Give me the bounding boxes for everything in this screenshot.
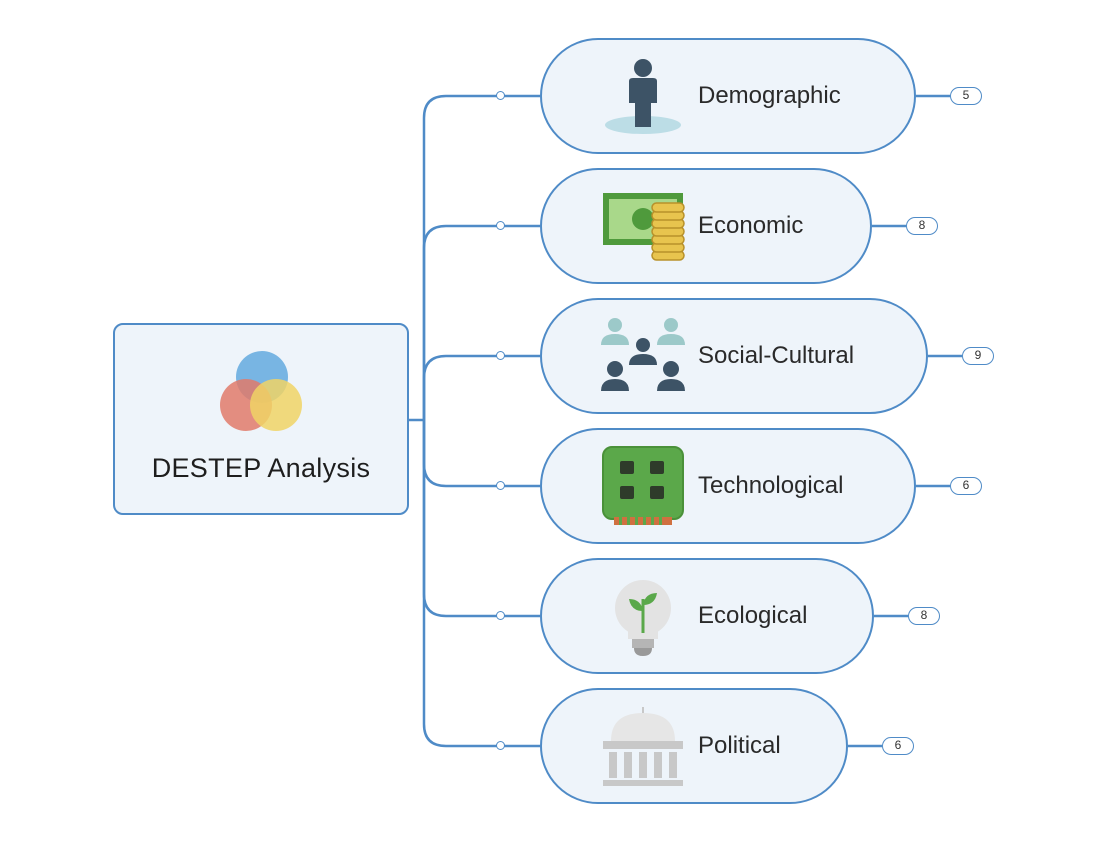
topic-label: Economic bbox=[698, 212, 804, 239]
subtopic-count-badge[interactable]: 6 bbox=[950, 477, 982, 495]
connector-joint bbox=[496, 91, 505, 100]
topic-technological[interactable]: Technological bbox=[540, 428, 916, 544]
connector-joint bbox=[496, 611, 505, 620]
topic-social-cultural[interactable]: Social-Cultural bbox=[540, 298, 928, 414]
topic-label: Technological bbox=[698, 472, 844, 499]
money-coins-icon bbox=[603, 193, 685, 261]
group-people-icon bbox=[601, 318, 685, 391]
subtopic-count-badge[interactable]: 9 bbox=[962, 347, 994, 365]
connector-joint bbox=[496, 351, 505, 360]
subtopic-count-badge[interactable]: 8 bbox=[906, 217, 938, 235]
topic-political[interactable]: Political bbox=[540, 688, 848, 804]
connector-joint bbox=[496, 481, 505, 490]
subtopic-count-badge[interactable]: 8 bbox=[908, 607, 940, 625]
root-topic-destep-analysis[interactable]: DESTEP Analysis bbox=[113, 323, 409, 515]
topic-label: Social-Cultural bbox=[698, 342, 855, 369]
subtopic-count-badge[interactable]: 6 bbox=[882, 737, 914, 755]
root-title: DESTEP Analysis bbox=[151, 453, 371, 483]
topic-ecological[interactable]: Ecological bbox=[540, 558, 874, 674]
person-icon bbox=[605, 59, 681, 134]
topic-label: Demographic bbox=[698, 82, 841, 109]
venn-diagram-icon bbox=[220, 351, 302, 431]
government-building-icon bbox=[603, 707, 683, 786]
connector-joint bbox=[496, 221, 505, 230]
circuit-chip-icon bbox=[602, 446, 684, 525]
topic-demographic[interactable]: Demographic bbox=[540, 38, 916, 154]
subtopic-count-badge[interactable]: 5 bbox=[950, 87, 982, 105]
connector-joint bbox=[496, 741, 505, 750]
plant-bulb-icon bbox=[615, 580, 671, 656]
topic-label: Political bbox=[698, 732, 781, 759]
topic-economic[interactable]: Economic bbox=[540, 168, 872, 284]
topic-label: Ecological bbox=[698, 602, 808, 629]
